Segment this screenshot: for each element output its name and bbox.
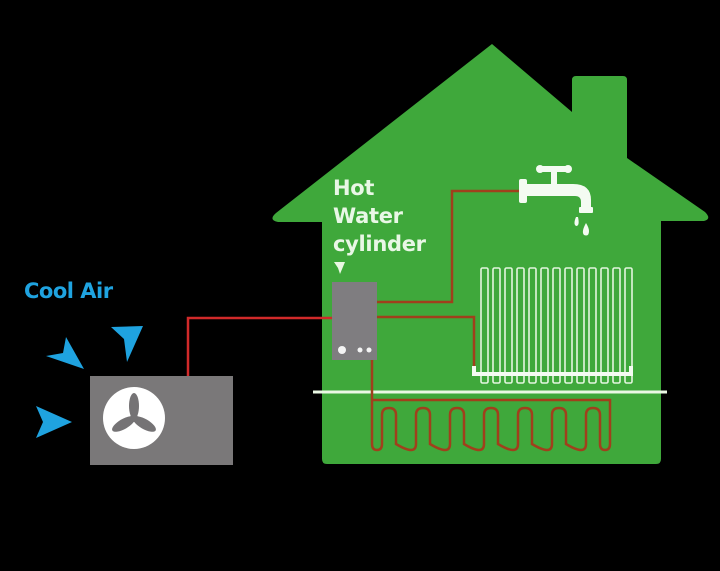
radiator-fin <box>516 267 525 384</box>
radiator-fin <box>588 267 597 384</box>
house-shape <box>272 44 709 464</box>
radiator-fin <box>624 267 633 384</box>
faucet-icon <box>519 165 593 236</box>
arrow-icon <box>36 406 72 438</box>
label-line: Water <box>333 204 403 228</box>
radiator-fin <box>480 267 489 384</box>
radiator-fin <box>540 267 549 384</box>
radiator-fin <box>600 267 609 384</box>
fan-icon <box>112 393 156 432</box>
radiator-fin <box>564 267 573 384</box>
cylinder-dot <box>357 347 363 353</box>
radiator-icon <box>472 267 633 384</box>
radiator-fin <box>576 267 585 384</box>
radiator-fin <box>528 267 537 384</box>
cylinder-pointer-arrow <box>334 262 345 274</box>
radiator-rail <box>472 366 633 376</box>
underfloor-heating-pipe <box>370 360 612 452</box>
radiator-fin <box>612 267 621 384</box>
hot-water-cylinder-label: Hot Water cylinder <box>333 174 426 258</box>
pipe-to-radiator <box>377 315 476 366</box>
arrow-icon <box>111 326 143 362</box>
cool-air-label: Cool Air <box>24 279 113 303</box>
label-line: Hot <box>333 176 375 200</box>
cylinder-dial <box>338 346 346 354</box>
water-drop <box>574 217 579 226</box>
radiator-fin <box>552 267 561 384</box>
label-line: cylinder <box>333 232 426 256</box>
water-drop <box>582 223 589 236</box>
pipe-to-tap <box>377 189 520 304</box>
arrow-icon <box>46 337 84 369</box>
cylinder-dot <box>366 347 372 353</box>
pipe-outdoor <box>186 316 332 376</box>
cool-air-arrows <box>36 326 143 438</box>
radiator-fin <box>504 267 513 384</box>
radiator-fin <box>492 267 501 384</box>
